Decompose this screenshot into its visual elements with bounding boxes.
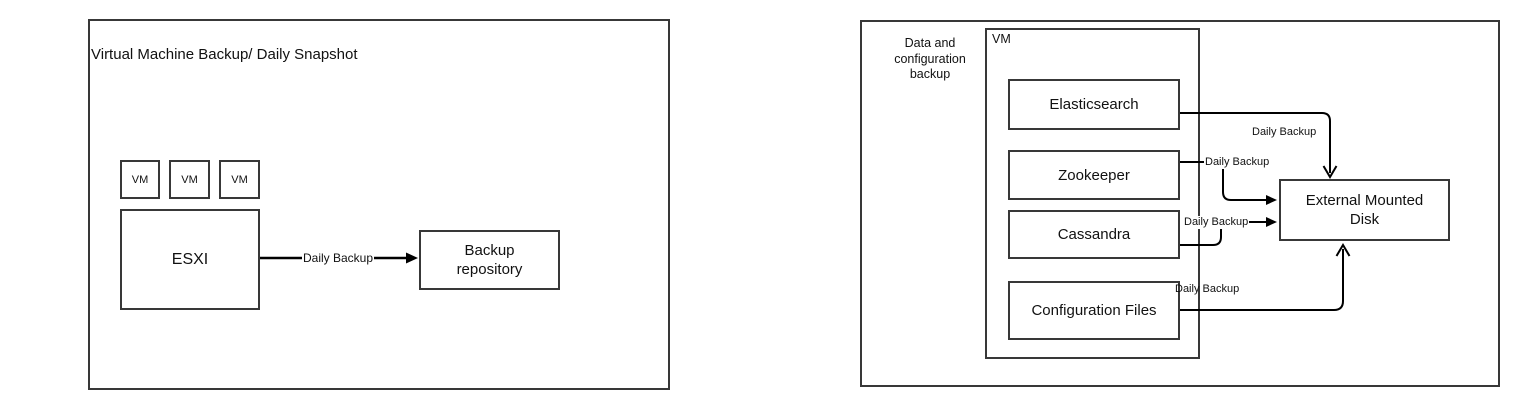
cassandra-label: Cassandra <box>1057 226 1131 243</box>
elasticsearch-label: Elasticsearch <box>1049 96 1139 113</box>
external-mounted-disk-label: External Mounted Disk <box>1305 192 1424 228</box>
vm-backup-panel-title: Virtual Machine Backup/ Daily Snapshot <box>91 46 358 63</box>
configuration-files-label: Configuration Files <box>1031 302 1157 319</box>
esxi-box: ESXI <box>120 209 260 310</box>
vm-box-3-label: VM <box>231 173 248 186</box>
backup-repository-label: Backup repository <box>456 242 523 278</box>
external-mounted-disk-box: External Mounted Disk <box>1279 179 1450 241</box>
vm-box-3: VM <box>219 160 260 199</box>
data-config-panel-title: Data and configuration backup <box>894 36 966 81</box>
vm-box-2: VM <box>169 160 210 199</box>
zookeeper-label: Zookeeper <box>1058 166 1130 184</box>
configuration-files-box: Configuration Files <box>1008 281 1180 340</box>
vm-backup-panel <box>88 19 670 390</box>
daily-backup-label-esxi: Daily Backup <box>302 251 375 265</box>
cassandra-box: Cassandra <box>1008 210 1180 259</box>
zookeeper-box: Zookeeper <box>1008 150 1180 200</box>
elasticsearch-box: Elasticsearch <box>1008 79 1180 130</box>
daily-backup-label-cassandra: Daily Backup <box>1183 216 1250 229</box>
vm-box-1: VM <box>120 160 160 199</box>
backup-repository-box: Backup repository <box>419 230 560 290</box>
data-config-panel <box>860 20 1500 387</box>
vm-container-label: VM <box>992 32 1011 46</box>
vm-box-2-label: VM <box>181 173 198 186</box>
esxi-label: ESXI <box>171 250 209 268</box>
daily-backup-label-configuration-files: Daily Backup <box>1175 283 1240 295</box>
daily-backup-label-zookeeper: Daily Backup <box>1204 156 1271 169</box>
vm-box-1-label: VM <box>131 173 149 186</box>
daily-backup-label-elasticsearch: Daily Backup <box>1252 126 1317 138</box>
